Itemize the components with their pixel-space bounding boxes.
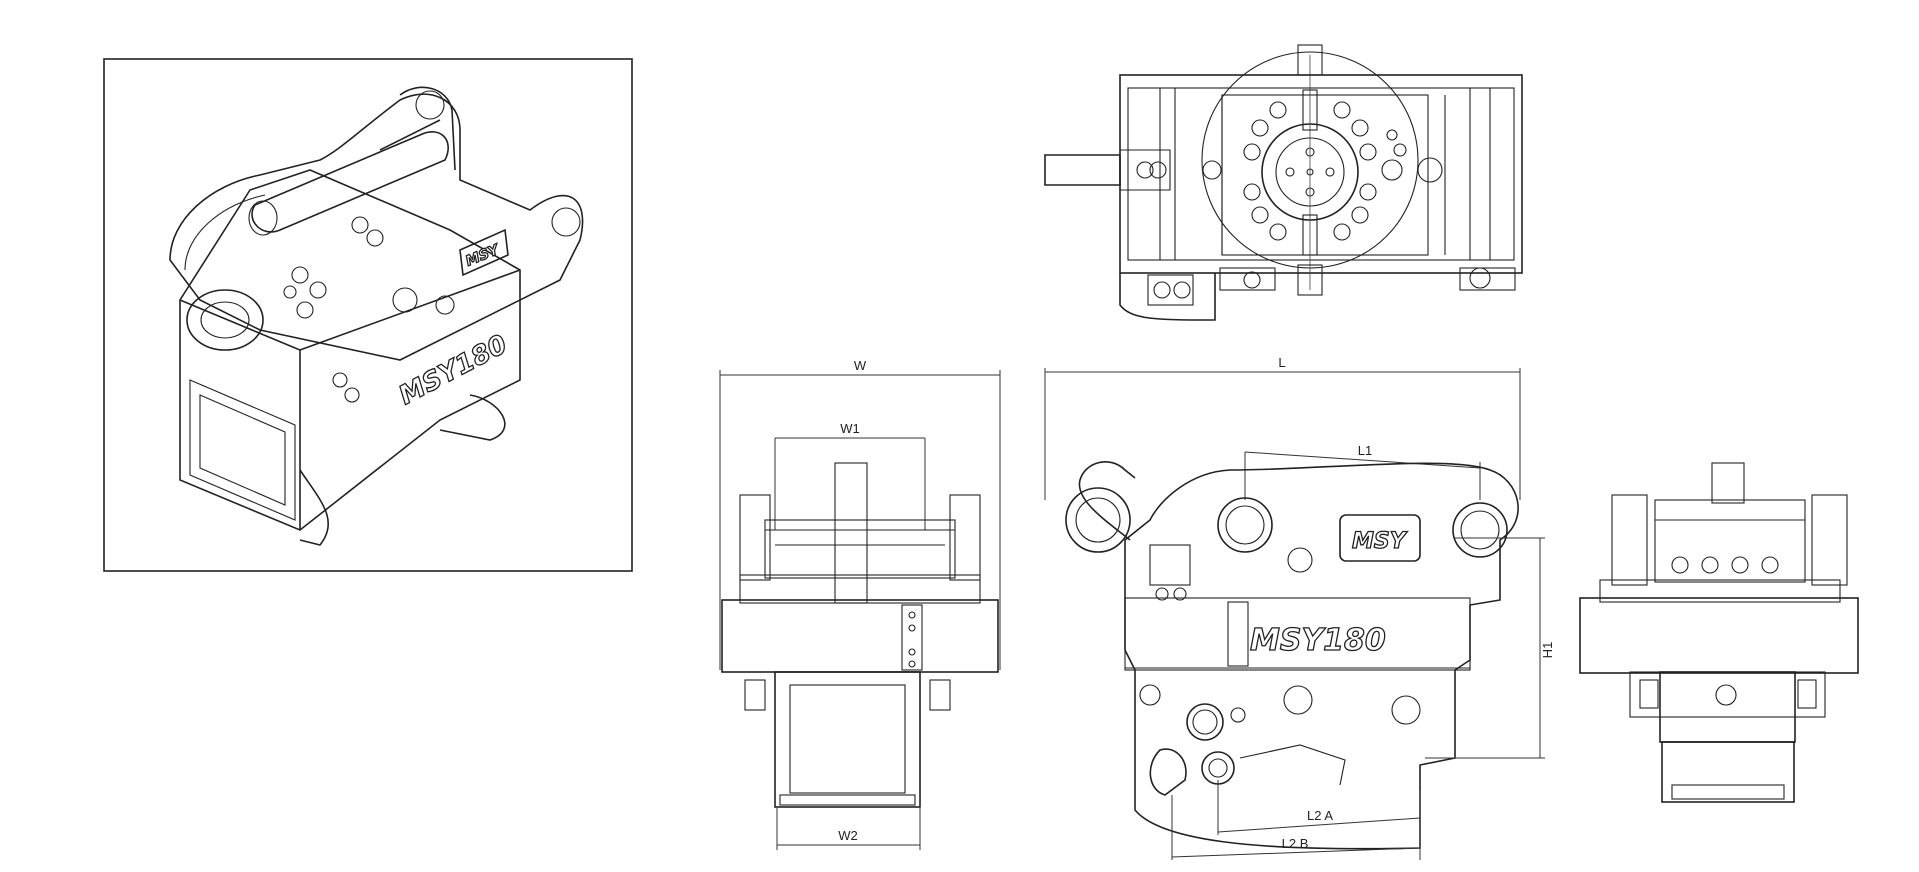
side-logo: MSY [1352,529,1408,554]
dim-h1-label: H1 [1540,642,1555,659]
isometric-view: MSY MSY180 [103,58,633,572]
dim-l1-label: L1 [1358,443,1372,458]
dim-l-label: L [1278,355,1285,370]
top-view [1044,44,1523,321]
side-view: L L1 MSY MSY180 [1044,355,1555,860]
side-model-label: MSY180 [1250,623,1386,658]
dim-w2-label: W2 [838,828,858,843]
dim-w1-label: W1 [840,421,860,436]
isometric-view-frame [103,58,633,572]
rear-view [1579,462,1859,803]
isometric-model-label: MSY180 [394,329,512,411]
front-view: W W1 W2 [719,358,1001,850]
dim-w-label: W [854,358,867,373]
dim-l2a-label: L2 A [1307,808,1333,823]
dim-l2b-label: L2 B [1282,836,1309,851]
